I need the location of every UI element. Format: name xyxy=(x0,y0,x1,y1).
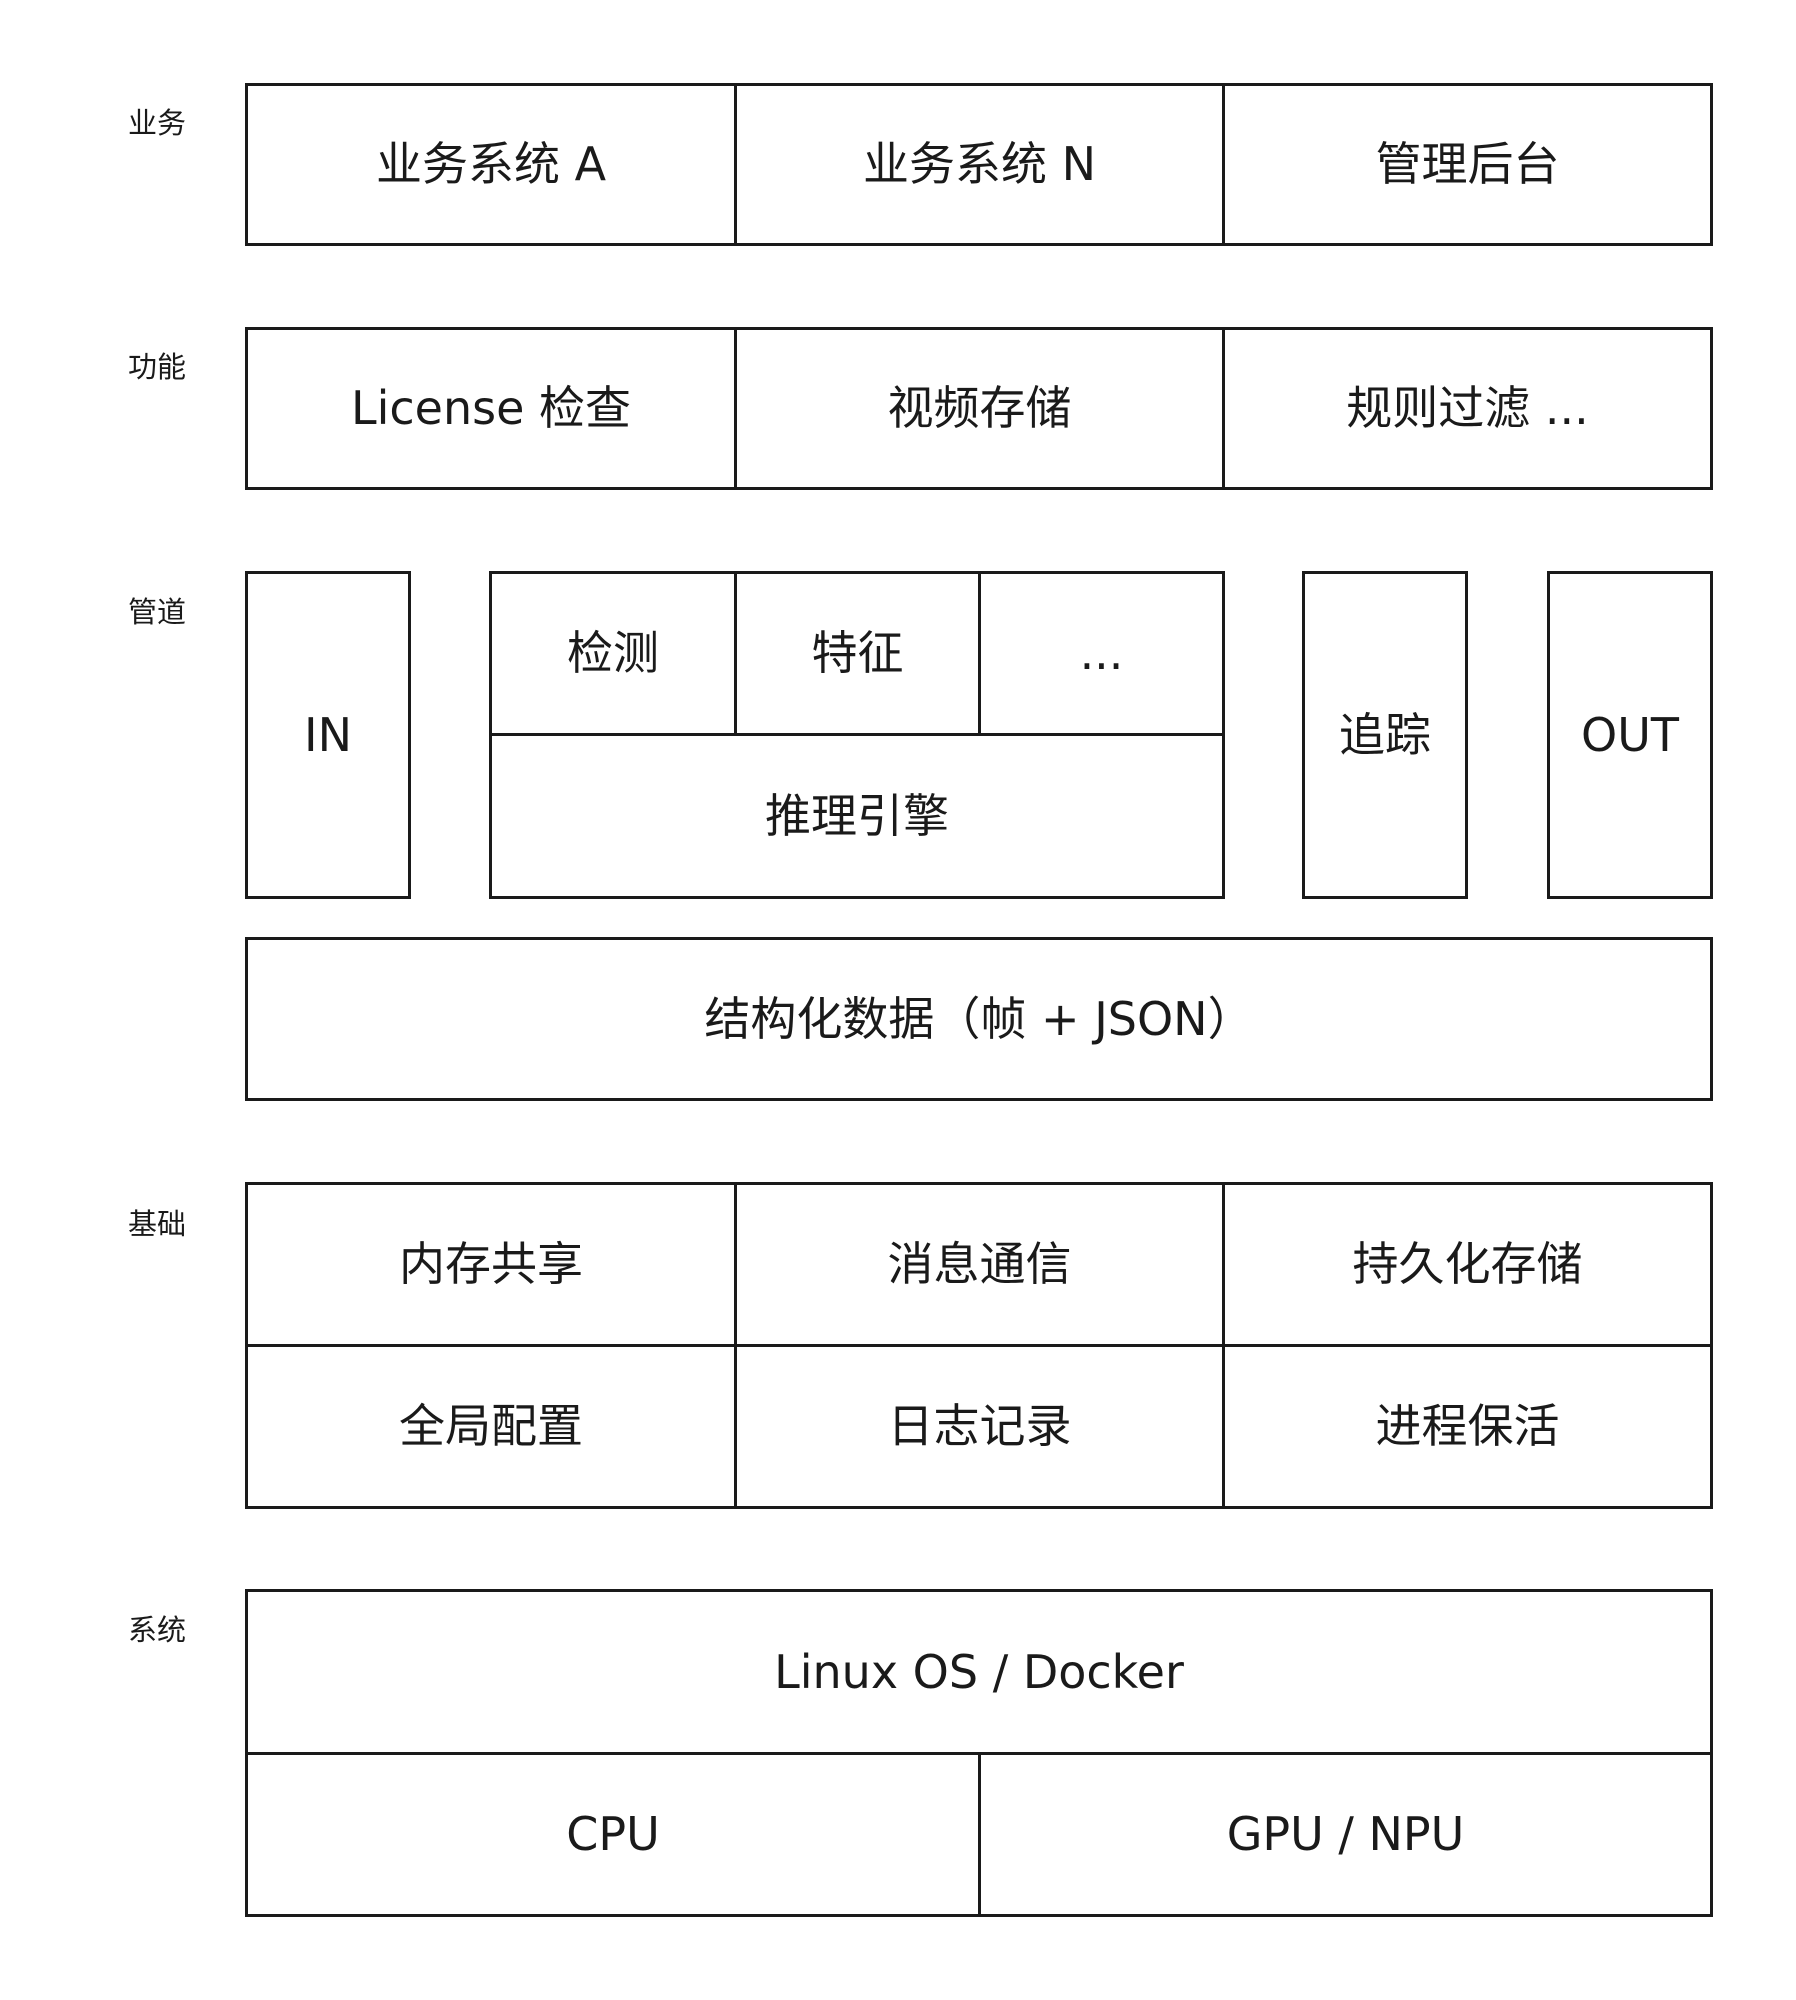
messaging: 消息通信 xyxy=(734,1182,1225,1347)
logging: 日志记录 xyxy=(734,1344,1225,1509)
business-system-n: 业务系统 N xyxy=(734,83,1225,246)
layer-label-foundation: 基础 xyxy=(128,1207,187,1241)
linux-os-docker: Linux OS / Docker xyxy=(245,1589,1713,1755)
layer-label-pipeline: 管道 xyxy=(128,595,187,629)
rule-filter: 规则过滤 ... xyxy=(1222,327,1713,490)
model-more: ... xyxy=(978,571,1225,736)
structured-data: 结构化数据（帧 + JSON） xyxy=(245,937,1713,1101)
shared-memory: 内存共享 xyxy=(245,1182,737,1347)
pipeline-out: OUT xyxy=(1547,571,1713,899)
license-check: License 检查 xyxy=(245,327,737,490)
gpu-npu: GPU / NPU xyxy=(978,1752,1713,1917)
video-storage: 视频存储 xyxy=(734,327,1225,490)
global-config: 全局配置 xyxy=(245,1344,737,1509)
persistent-storage: 持久化存储 xyxy=(1222,1182,1713,1347)
process-keepalive: 进程保活 xyxy=(1222,1344,1713,1509)
model-detection: 检测 xyxy=(489,571,737,736)
layer-label-function: 功能 xyxy=(128,350,187,384)
cpu: CPU xyxy=(245,1752,981,1917)
model-feature: 特征 xyxy=(734,571,981,736)
layer-label-system: 系统 xyxy=(128,1613,187,1647)
pipeline-in: IN xyxy=(245,571,411,899)
admin-console: 管理后台 xyxy=(1222,83,1713,246)
business-system-a: 业务系统 A xyxy=(245,83,737,246)
pipeline-tracking: 追踪 xyxy=(1302,571,1468,899)
inference-engine: 推理引擎 xyxy=(489,733,1225,899)
layer-label-business: 业务 xyxy=(128,106,187,140)
